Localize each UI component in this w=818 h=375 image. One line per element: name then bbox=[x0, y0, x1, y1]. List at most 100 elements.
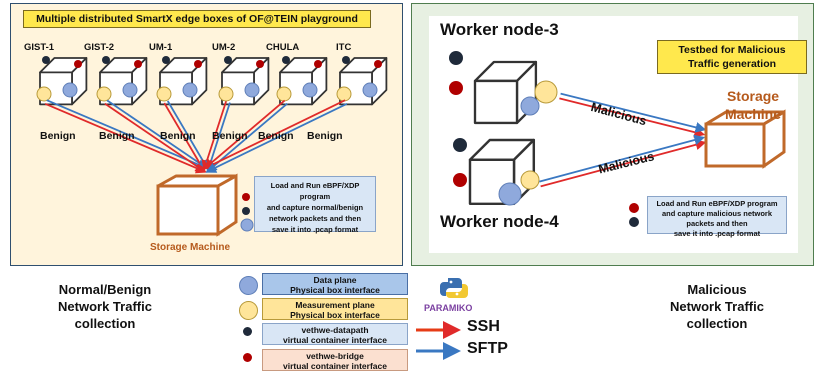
legend-vethwe-datapath: vethwe-datapath virtual container interf… bbox=[262, 323, 408, 345]
edge-box-1-bridge-dot bbox=[74, 60, 82, 68]
edge-box-3-measurement-dot bbox=[156, 86, 172, 102]
benign-flow-1-sftp bbox=[46, 99, 209, 170]
legend-measurement-line-2: Physical box interface bbox=[290, 310, 380, 320]
edge-box-4-bridge-dot bbox=[256, 60, 264, 68]
right-note-datapath-dot bbox=[629, 217, 639, 227]
worker-node-3-cube-icon bbox=[473, 60, 538, 125]
worker-3-measurement-dot bbox=[534, 80, 558, 104]
right-storage-line-1: Storage bbox=[726, 88, 780, 104]
right-note-bridge-dot bbox=[629, 203, 639, 213]
edge-box-4-data-plane-dot bbox=[244, 82, 260, 98]
right-storage-side bbox=[762, 109, 786, 169]
left-note-line-3: network packets and then bbox=[268, 214, 362, 223]
left-note-data-plane-dot bbox=[240, 218, 254, 232]
legend-bridge-line-1: vethwe-bridge bbox=[306, 351, 364, 361]
legend-datapath-line-2: virtual container interface bbox=[283, 335, 387, 345]
left-storage-side bbox=[216, 173, 238, 237]
legend-data-plane-line-1: Data plane bbox=[313, 275, 357, 285]
malicious-flow-bottom-ssh bbox=[540, 139, 707, 188]
edge-box-4-measurement-dot bbox=[218, 86, 234, 102]
benign-label-5: Benign bbox=[258, 130, 294, 142]
worker-4-measurement-dot bbox=[520, 170, 540, 190]
malicious-caption-line-3: collection bbox=[686, 316, 748, 331]
right-note-line-1: Load and Run eBPF/XDP program bbox=[656, 199, 778, 208]
edge-box-2-datapath-dot bbox=[102, 56, 110, 64]
right-note-line-3: packets and then bbox=[686, 219, 748, 228]
benign-label-1: Benign bbox=[40, 130, 76, 142]
vethwe-bridge-dot-icon bbox=[243, 353, 252, 362]
edge-box-3-bridge-dot bbox=[194, 60, 202, 68]
legend-datapath-line-1: vethwe-datapath bbox=[301, 325, 369, 335]
ssh-label: SSH bbox=[467, 318, 500, 335]
node-label-um-2: UM-2 bbox=[212, 42, 236, 53]
left-note-line-2: and capture normal/benign bbox=[266, 203, 364, 212]
benign-flow-4-ssh bbox=[201, 101, 227, 172]
malicious-flow-top-ssh bbox=[559, 97, 706, 138]
benign-label-4: Benign bbox=[212, 130, 248, 142]
left-note-bridge-dot bbox=[242, 193, 250, 201]
edge-box-3-datapath-dot bbox=[162, 56, 170, 64]
edge-box-6-measurement-dot bbox=[336, 86, 352, 102]
right-note-line-4: save it into .pcap format bbox=[673, 229, 761, 238]
benign-caption-line-1: Normal/Benign bbox=[58, 282, 152, 297]
benign-flow-2-ssh bbox=[104, 102, 207, 173]
legend-measurement-plane: Measurement plane Physical box interface bbox=[262, 298, 408, 320]
legend-bridge-line-2: virtual container interface bbox=[283, 361, 387, 371]
benign-caption-line-3: collection bbox=[74, 316, 136, 331]
benign-flow-3-sftp bbox=[166, 100, 209, 171]
benign-flow-2-sftp bbox=[106, 99, 209, 170]
node-label-itc: ITC bbox=[336, 42, 352, 53]
benign-flow-6-sftp bbox=[205, 102, 348, 173]
benign-label-2: Benign bbox=[99, 130, 135, 142]
edge-box-2-measurement-dot bbox=[96, 86, 112, 102]
right-storage-label: Storage Machine bbox=[708, 87, 798, 123]
edge-box-6-datapath-dot bbox=[342, 56, 350, 64]
right-storage-line-2: Machine bbox=[724, 106, 781, 122]
benign-caption: Normal/Benign Network Traffic collection bbox=[40, 281, 170, 332]
legend-measurement-line-1: Measurement plane bbox=[295, 300, 375, 310]
benign-flow-5-ssh bbox=[203, 99, 286, 170]
edge-box-5-bridge-dot bbox=[314, 60, 322, 68]
malicious-caption: Malicious Network Traffic collection bbox=[652, 281, 782, 332]
worker-4-datapath-dot bbox=[453, 138, 467, 152]
left-note-line-4: save it into .pcap format bbox=[271, 225, 359, 234]
left-panel-title: Multiple distributed SmartX edge boxes o… bbox=[23, 10, 371, 28]
paramiko-label: PARAMIKO bbox=[424, 303, 473, 313]
edge-box-5-data-plane-dot bbox=[302, 82, 318, 98]
measurement-plane-dot-icon bbox=[239, 301, 258, 320]
right-capture-note: Load and Run eBPF/XDP program and captur… bbox=[647, 196, 787, 238]
worker-node-4-label: Worker node-4 bbox=[440, 212, 559, 231]
edge-box-5-datapath-dot bbox=[282, 56, 290, 64]
node-label-chula: CHULA bbox=[266, 42, 300, 53]
worker-3-data-plane-dot bbox=[520, 96, 540, 116]
benign-flow-6-ssh bbox=[203, 99, 346, 170]
legend-data-plane-line-2: Physical box interface bbox=[290, 285, 380, 295]
edge-box-2-bridge-dot bbox=[134, 60, 142, 68]
worker-node-3-label: Worker node-3 bbox=[440, 20, 559, 39]
vethwe-datapath-dot-icon bbox=[243, 327, 252, 336]
right-note-line-2: and capture malicious network bbox=[661, 209, 773, 218]
legend-vethwe-bridge: vethwe-bridge virtual container interfac… bbox=[262, 349, 408, 371]
edge-box-4-datapath-dot bbox=[224, 56, 232, 64]
worker-3-bridge-dot bbox=[449, 81, 463, 95]
left-note-datapath-dot bbox=[242, 207, 250, 215]
benign-label-6: Benign bbox=[307, 130, 343, 142]
right-storage-front bbox=[704, 122, 766, 168]
data-plane-dot-icon bbox=[239, 276, 258, 295]
right-panel-title: Testbed for Malicious Traffic generation bbox=[657, 40, 807, 74]
worker-3-datapath-dot bbox=[449, 51, 463, 65]
right-title-line-2: Traffic generation bbox=[687, 58, 777, 70]
left-capture-note: Load and Run eBPF/XDP program and captur… bbox=[254, 176, 376, 234]
right-title-line-1: Testbed for Malicious bbox=[678, 44, 786, 56]
edge-box-1-data-plane-dot bbox=[62, 82, 78, 98]
edge-box-2-data-plane-dot bbox=[122, 82, 138, 98]
worker-4-data-plane-dot bbox=[498, 182, 522, 206]
benign-flow-3-ssh bbox=[163, 102, 206, 173]
benign-flow-1-ssh bbox=[44, 103, 207, 174]
left-note-line-1: Load and Run eBPF/XDP program bbox=[270, 181, 360, 201]
worker-4-bridge-dot bbox=[453, 173, 467, 187]
malicious-caption-line-1: Malicious bbox=[687, 282, 747, 297]
node-label-um-1: UM-1 bbox=[149, 42, 173, 53]
legend-data-plane: Data plane Physical box interface bbox=[262, 273, 408, 295]
edge-box-1-datapath-dot bbox=[42, 56, 50, 64]
